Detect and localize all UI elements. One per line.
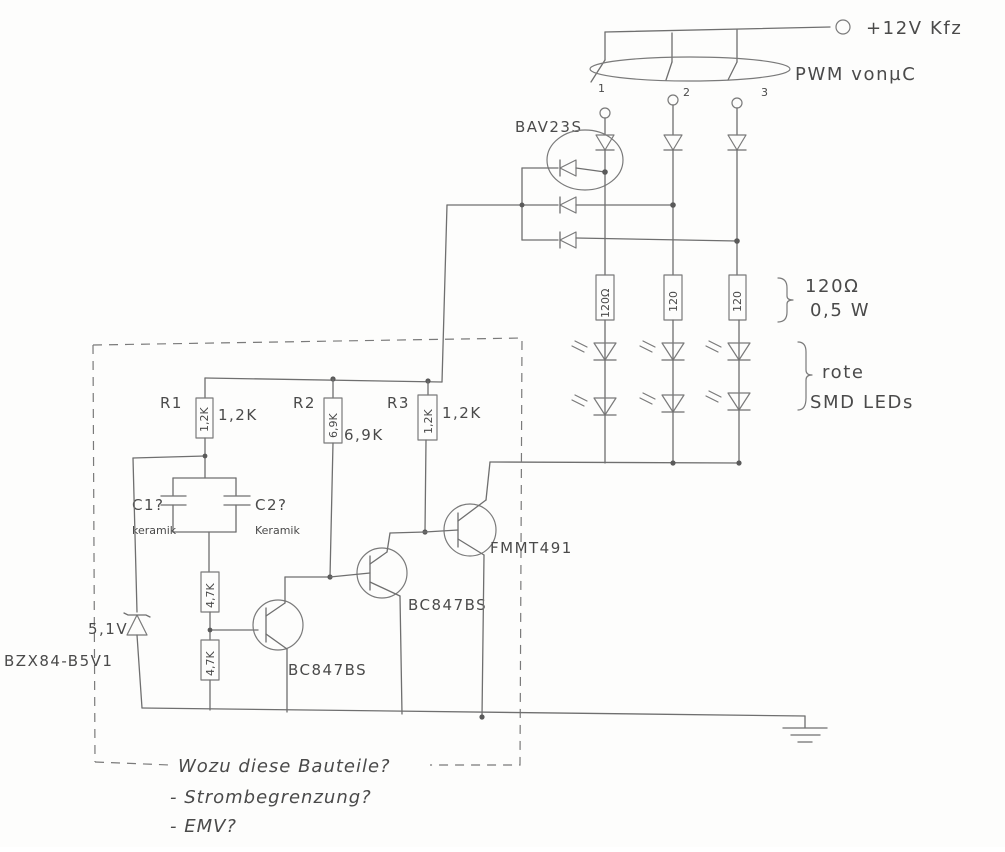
r2-name: R2	[293, 394, 316, 412]
pwm-group-ellipse	[589, 56, 791, 82]
t1-part: BC847BS	[288, 661, 367, 679]
transistor-t1	[252, 576, 331, 713]
r3-name: R3	[387, 394, 410, 412]
capacitors	[160, 477, 251, 533]
supply-label: +12V Kfz	[866, 18, 962, 39]
note-item-2: - EMV?	[170, 816, 237, 837]
note-question: Wozu diese Bauteile?	[178, 756, 391, 777]
pwm-switch-1	[590, 31, 611, 136]
r1-value: 1,2K	[218, 406, 258, 424]
pwm-channel-1: 1	[598, 82, 605, 95]
divider-lower: 4,7K	[204, 651, 217, 676]
led-brace	[797, 341, 813, 411]
divider-upper: 4,7K	[204, 583, 217, 608]
zener-voltage: 5,1V	[88, 620, 128, 638]
led-resistor-1: 120Ω	[599, 289, 612, 318]
led-resistor-2: 120	[667, 291, 680, 312]
c1-name: C1?	[132, 496, 164, 514]
t2-part: BC847BS	[408, 596, 487, 614]
bav23s-label: BAV23S	[515, 118, 582, 136]
resistor-brace	[777, 277, 794, 323]
bav23s-ellipse	[546, 129, 624, 191]
or-diode-network	[446, 159, 740, 249]
note-item-1: - Strombegrenzung?	[170, 787, 372, 808]
ground-rail	[141, 707, 828, 743]
supply-rail	[604, 19, 851, 35]
c1-type: keramik	[132, 524, 177, 537]
led-resistor-3: 120	[731, 291, 744, 312]
led-label-color: rote	[822, 362, 865, 383]
pwm-channel-3: 3	[761, 86, 768, 99]
pwm-label: PWM vonµC	[795, 64, 916, 85]
series-diodes	[595, 134, 747, 151]
brace-power: 0,5 W	[810, 300, 870, 321]
transistor-t2	[329, 531, 426, 715]
r2-value: 6,9K	[344, 426, 384, 444]
r3-value: 1,2K	[442, 404, 482, 422]
c2-name: C2?	[255, 496, 287, 514]
brace-value: 120Ω	[805, 276, 860, 297]
r1-body: 1,2K	[198, 407, 211, 432]
dashed-enclosure	[92, 337, 523, 766]
pwm-channel-2: 2	[683, 86, 690, 99]
c2-type: Keramik	[255, 524, 300, 537]
leds	[571, 340, 751, 416]
r1-name: R1	[160, 394, 183, 412]
zener-part: BZX84-B5V1	[4, 652, 113, 670]
t3-part: FMMT491	[490, 539, 573, 557]
r3-body: 1,2K	[422, 409, 435, 434]
pwm-switch-2	[665, 32, 679, 136]
r2-body: 6,9K	[327, 413, 340, 438]
transistor-t3	[424, 461, 497, 718]
led-label-type: SMD LEDs	[810, 392, 914, 413]
pwm-switch-3	[727, 29, 743, 136]
led-resistors: 120Ω 120 120	[595, 274, 747, 321]
